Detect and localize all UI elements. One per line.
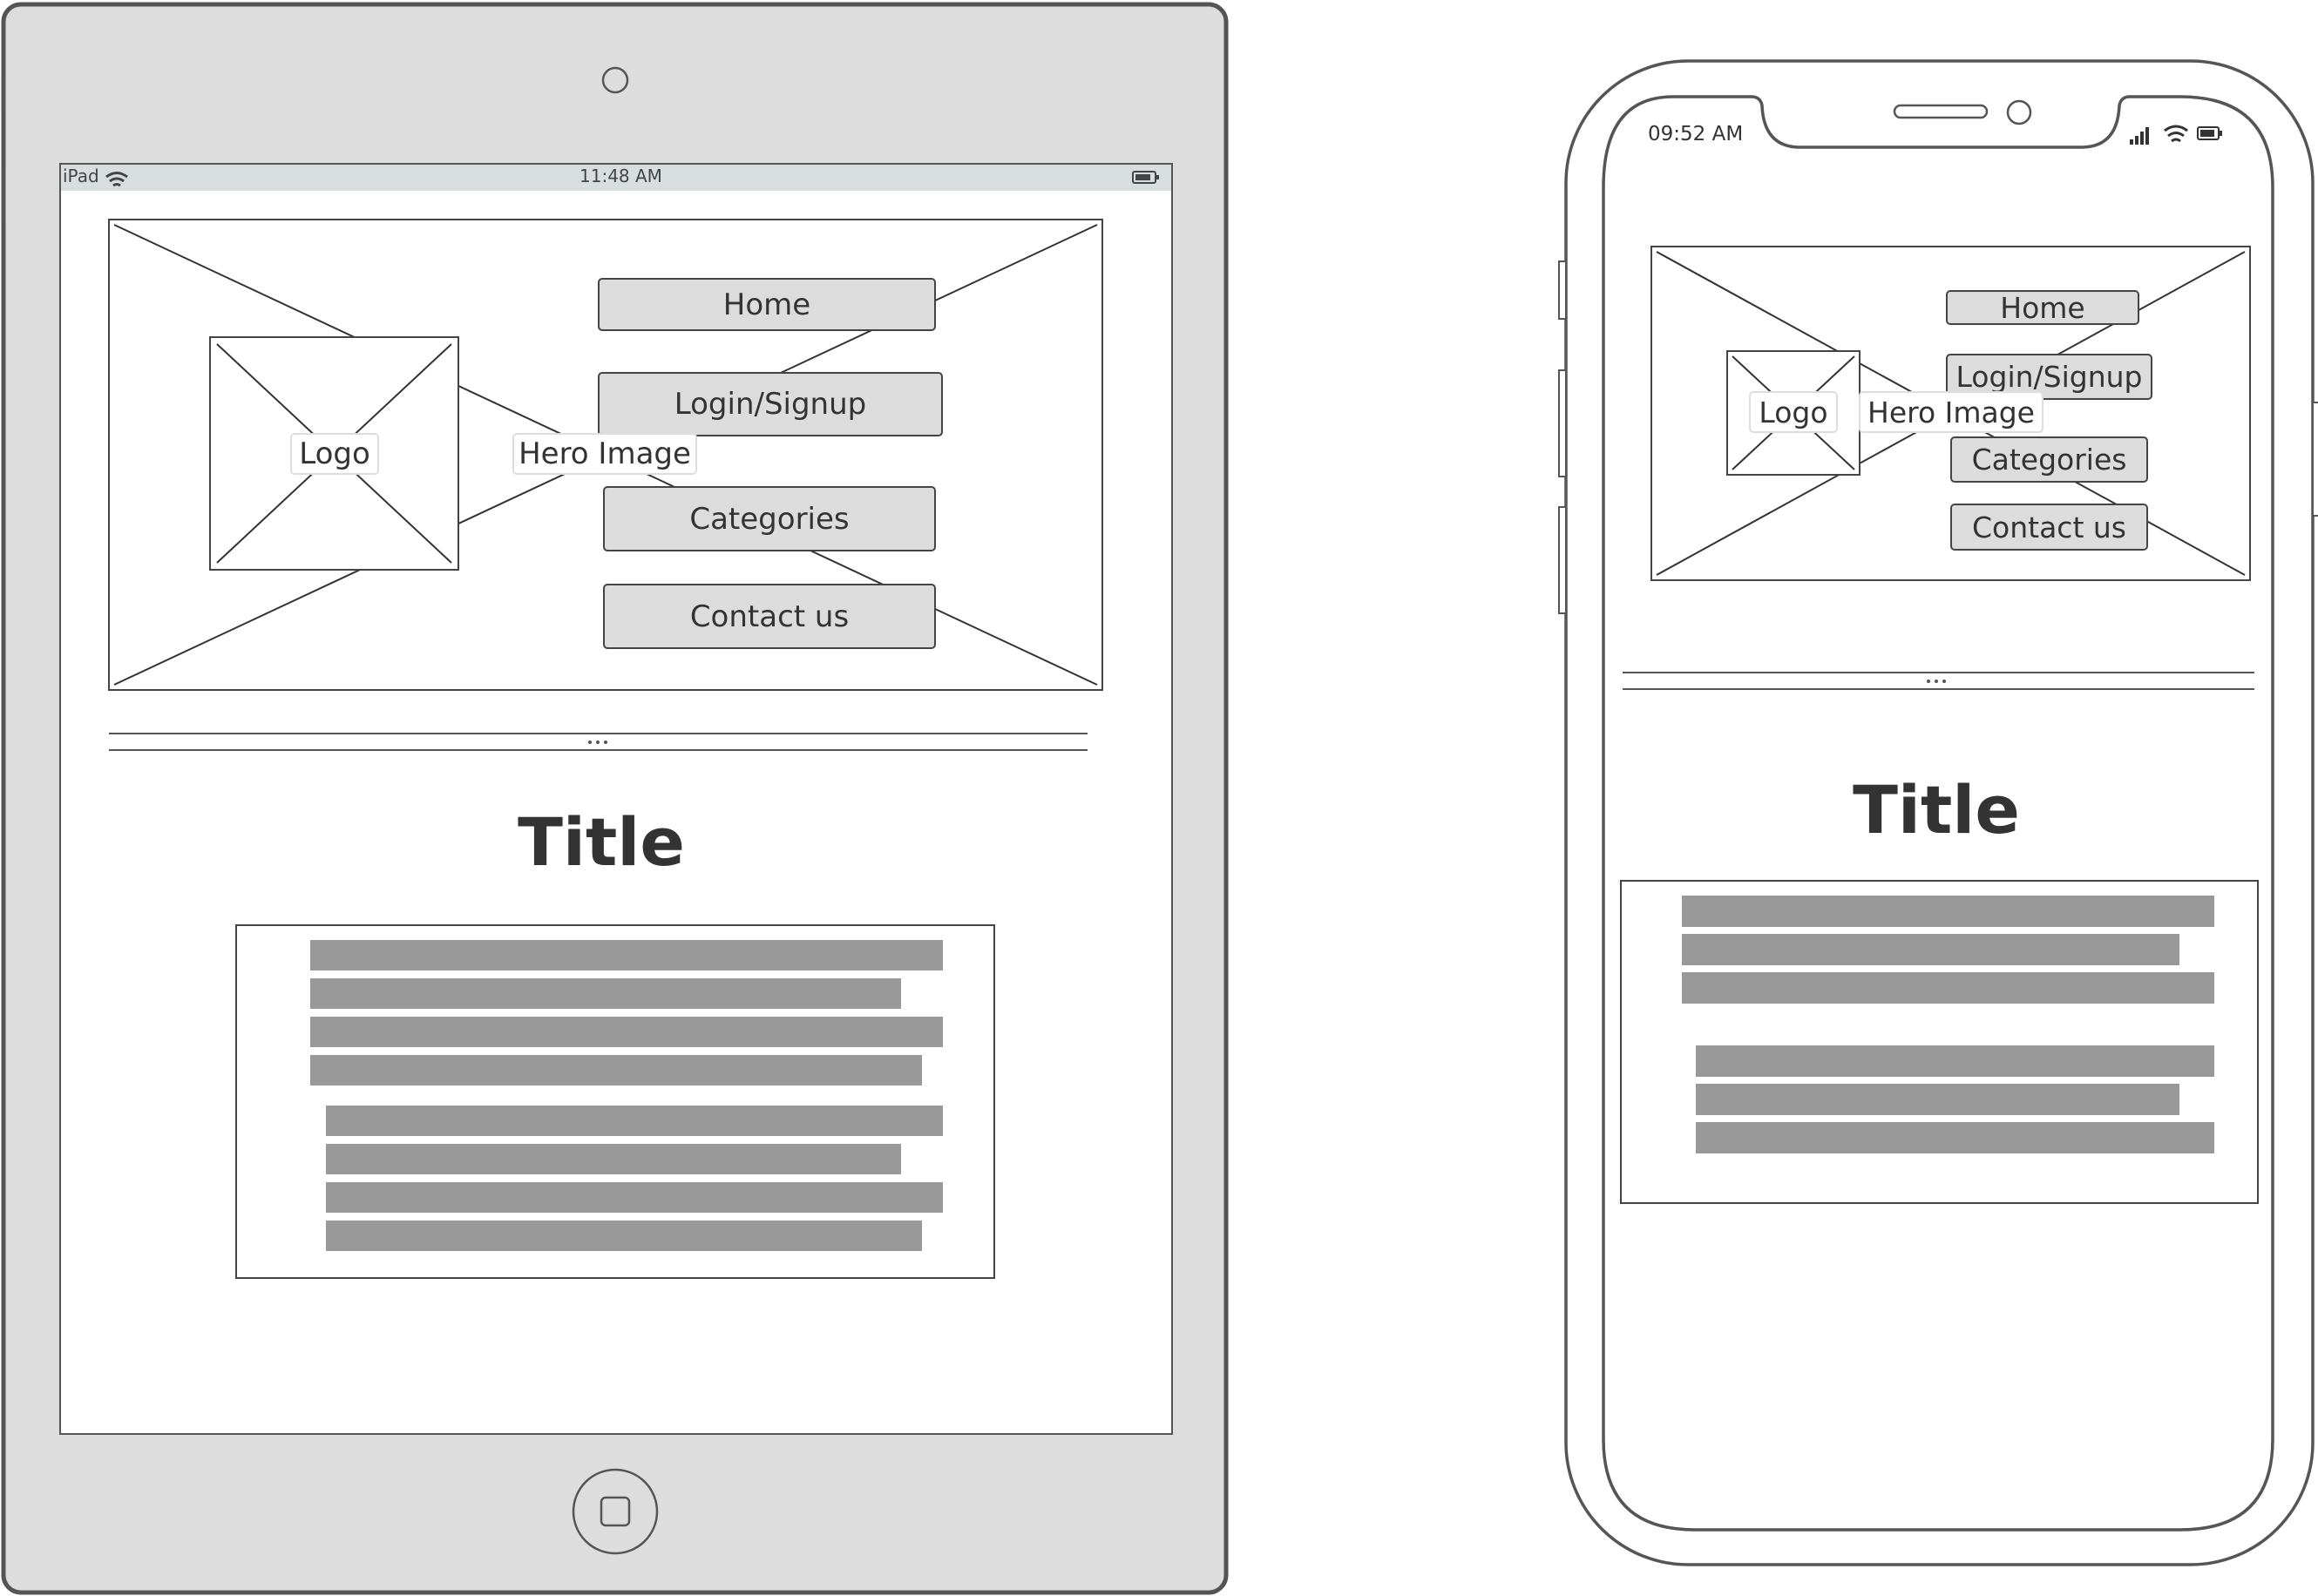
phone-text-placeholder <box>1682 896 2214 1153</box>
tablet-page-title: Title <box>518 803 685 881</box>
phone-nav-contact-button[interactable]: Contact us <box>1950 504 2148 551</box>
signal-icon <box>2130 127 2149 145</box>
tablet-status-bar <box>61 165 1171 191</box>
tablet-hero-label: Hero Image <box>512 433 697 475</box>
tablet-nav-categories-button[interactable]: Categories <box>603 486 936 551</box>
divider-dots <box>1927 680 1946 683</box>
phone-text-box <box>1620 880 2259 1204</box>
divider-dots <box>588 741 607 744</box>
speaker-icon <box>1893 104 1989 119</box>
camera-icon <box>2006 99 2032 125</box>
tablet-nav-login-button[interactable]: Login/Signup <box>598 372 943 436</box>
tablet-status-time: 11:48 AM <box>580 166 662 186</box>
battery-icon <box>2197 126 2222 140</box>
camera-icon <box>601 66 629 94</box>
phone-page-title: Title <box>1853 771 2020 849</box>
tablet-device-label: iPad <box>63 166 99 186</box>
phone-status-time: 09:52 AM <box>1648 123 1744 145</box>
tablet-logo-label: Logo <box>290 433 379 475</box>
phone-logo-label: Logo <box>1749 391 1838 433</box>
battery-icon <box>1132 171 1159 184</box>
phone-hero-label: Hero Image <box>1859 391 2044 433</box>
phone-nav-home-button[interactable]: Home <box>1946 290 2139 325</box>
phone-nav-categories-button[interactable]: Categories <box>1950 436 2148 483</box>
wifi-icon <box>105 172 128 187</box>
tablet-nav-contact-button[interactable]: Contact us <box>603 584 936 649</box>
wifi-icon <box>2164 125 2188 143</box>
phone-nav-login-button[interactable]: Login/Signup <box>1946 354 2152 400</box>
tablet-text-placeholder <box>310 940 943 1251</box>
home-button-icon <box>572 1468 659 1555</box>
tablet-nav-home-button[interactable]: Home <box>598 278 936 331</box>
